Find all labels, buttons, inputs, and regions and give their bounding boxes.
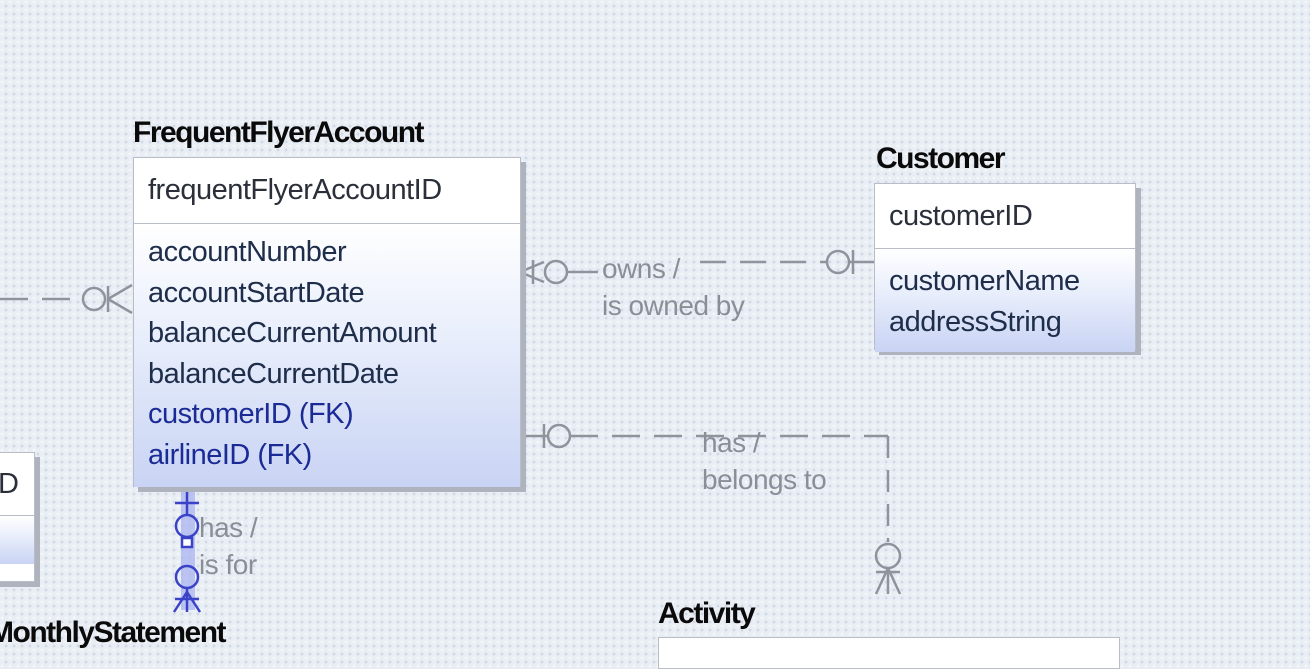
has-activity-label-line2: belongs to: [702, 464, 827, 495]
frequent-flyer-account-attributes: accountNumber accountStartDate balanceCu…: [134, 224, 520, 487]
owns-label-line1: owns /: [602, 253, 680, 284]
frequent-flyer-account-entity[interactable]: frequentFlyerAccountID accountNumber acc…: [133, 157, 521, 487]
left-relationship-line[interactable]: [0, 283, 133, 315]
frequent-flyer-account-title: FrequentFlyerAccount: [133, 116, 425, 149]
monthly-statement-title: MonthlyStatement: [0, 616, 227, 649]
customer-title: Customer: [876, 142, 1006, 175]
has-statement-label-line2: is for: [199, 549, 257, 580]
attribute-account-number: accountNumber: [148, 236, 347, 268]
activity-entity[interactable]: [658, 637, 1120, 669]
customer-attributes: customerName addressString: [875, 249, 1135, 352]
customer-pk: customerID: [875, 184, 1135, 249]
has-statement-label: has / is for: [199, 509, 258, 583]
attribute-account-start-date: accountStartDate: [148, 276, 365, 309]
has-activity-label: has / belongs to: [702, 424, 827, 498]
has-statement-label-line1: has /: [199, 512, 258, 543]
partial-left-pk: D: [0, 453, 34, 516]
attribute-balance-current-amount: balanceCurrentAmount: [148, 317, 437, 349]
customer-entity[interactable]: customerID customerName addressString: [874, 183, 1136, 352]
attribute-balance-current-date: balanceCurrentDate: [148, 357, 399, 390]
attribute-customer-id-fk: customerID (FK): [148, 398, 354, 430]
owns-label: owns / is owned by: [602, 250, 745, 324]
owns-label-line2: is owned by: [602, 290, 745, 321]
attribute-address-string: addressString: [889, 305, 1062, 338]
has-activity-relationship-line[interactable]: [520, 423, 902, 595]
has-statement-relationship-line[interactable]: [172, 490, 202, 613]
partial-left-entity[interactable]: D: [0, 452, 35, 582]
owns-relationship-line[interactable]: [519, 249, 874, 285]
partial-left-attributes: [0, 516, 34, 564]
attribute-customer-name: customerName: [889, 265, 1080, 297]
attribute-airline-id-fk: airlineID (FK): [148, 438, 312, 471]
activity-title: Activity: [658, 597, 756, 630]
has-activity-label-line1: has /: [702, 427, 761, 458]
relationship-lines: [0, 249, 902, 613]
frequent-flyer-account-pk: frequentFlyerAccountID: [134, 158, 520, 224]
